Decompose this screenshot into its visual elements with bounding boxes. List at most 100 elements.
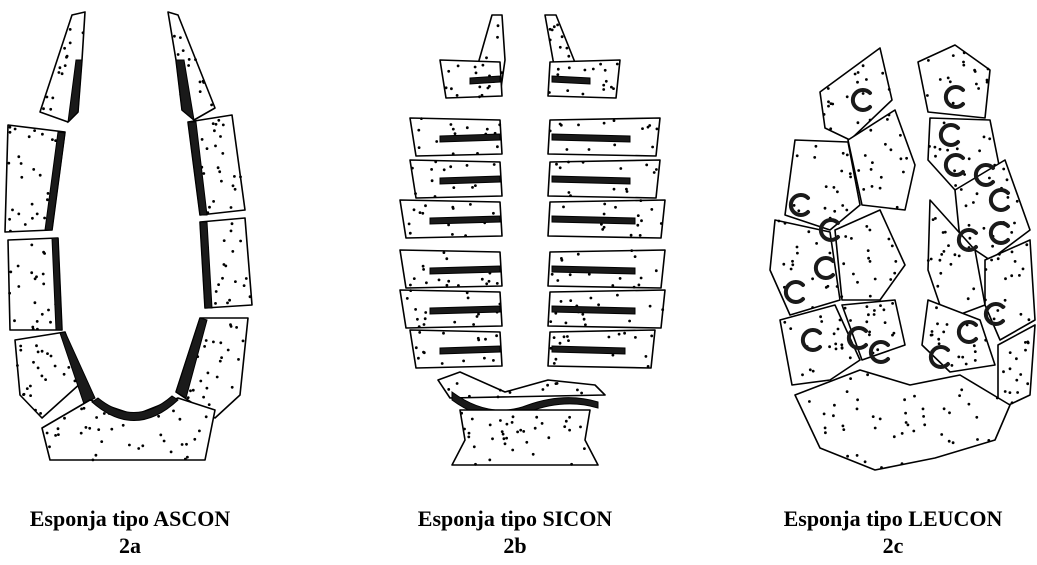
pore-dot bbox=[656, 127, 659, 130]
pore-dot bbox=[576, 389, 579, 392]
pore-dot bbox=[565, 322, 568, 325]
pore-dot bbox=[581, 313, 584, 316]
pore-dot bbox=[484, 338, 487, 341]
pore-dot bbox=[876, 348, 879, 351]
pore-dot bbox=[497, 396, 500, 399]
pore-dot bbox=[934, 217, 937, 220]
pore-dot bbox=[220, 180, 223, 183]
pore-dot bbox=[33, 129, 36, 132]
pore-dot bbox=[478, 95, 481, 98]
pore-dot bbox=[563, 335, 566, 338]
wall-segment bbox=[15, 332, 82, 418]
pore-dot bbox=[466, 126, 469, 129]
pore-dot bbox=[623, 332, 626, 335]
pore-dot bbox=[901, 432, 904, 435]
pore-dot bbox=[46, 198, 49, 201]
pore-dot bbox=[628, 320, 631, 323]
pore-dot bbox=[1028, 318, 1031, 321]
pore-dot bbox=[17, 265, 20, 268]
pore-dot bbox=[625, 188, 628, 191]
pore-dot bbox=[1004, 390, 1007, 393]
pore-dot bbox=[865, 78, 868, 81]
pore-dot bbox=[1025, 243, 1028, 246]
pore-dot bbox=[640, 277, 643, 280]
pore-dot bbox=[511, 449, 514, 452]
pore-dot bbox=[934, 155, 937, 158]
pore-dot bbox=[445, 257, 448, 260]
radial-canal-lining bbox=[552, 216, 635, 224]
pore-dot bbox=[825, 185, 828, 188]
pore-dot bbox=[790, 268, 793, 271]
pore-dot bbox=[837, 328, 840, 331]
pore-dot bbox=[216, 376, 219, 379]
pore-dot bbox=[928, 145, 931, 148]
pore-dot bbox=[583, 447, 586, 450]
pore-dot bbox=[30, 271, 33, 274]
pore-dot bbox=[457, 284, 460, 287]
pore-dot bbox=[37, 351, 40, 354]
pore-dot bbox=[951, 364, 954, 367]
pore-dot bbox=[450, 123, 453, 126]
pore-dot bbox=[849, 377, 852, 380]
pore-dot bbox=[568, 429, 571, 432]
pore-dot bbox=[493, 163, 496, 166]
pore-dot bbox=[491, 437, 494, 440]
pore-dot bbox=[486, 128, 489, 131]
pore-dot bbox=[592, 68, 595, 71]
pore-dot bbox=[849, 319, 852, 322]
pore-dot bbox=[35, 344, 38, 347]
pore-dot bbox=[467, 297, 470, 300]
pore-dot bbox=[182, 49, 185, 52]
pore-dot bbox=[8, 292, 11, 295]
pore-dot bbox=[849, 172, 852, 175]
pore-dot bbox=[66, 55, 69, 58]
pore-dot bbox=[420, 117, 423, 120]
pore-dot bbox=[409, 289, 412, 292]
pore-dot bbox=[820, 320, 823, 323]
pore-dot bbox=[43, 217, 46, 220]
pore-dot bbox=[584, 323, 587, 326]
pore-dot bbox=[475, 72, 478, 75]
pore-dot bbox=[568, 191, 571, 194]
pore-dot bbox=[17, 155, 20, 158]
pore-dot bbox=[871, 185, 874, 188]
pore-dot bbox=[808, 400, 811, 403]
pore-dot bbox=[473, 445, 476, 448]
pore-dot bbox=[827, 87, 830, 90]
pore-dot bbox=[890, 148, 893, 151]
pore-dot bbox=[582, 161, 585, 164]
pore-dot bbox=[95, 454, 98, 457]
pore-dot bbox=[227, 349, 230, 352]
pore-dot bbox=[566, 148, 569, 151]
pore-dot bbox=[501, 430, 504, 433]
pore-dot bbox=[991, 245, 994, 248]
pore-dot bbox=[230, 325, 233, 328]
pore-dot bbox=[931, 334, 934, 337]
pore-dot bbox=[474, 463, 477, 466]
pore-dot bbox=[936, 322, 939, 325]
pore-dot bbox=[988, 177, 991, 180]
pore-dot bbox=[852, 273, 855, 276]
pore-dot bbox=[31, 203, 34, 206]
pore-dot bbox=[199, 90, 202, 93]
pore-dot bbox=[421, 212, 424, 215]
pore-dot bbox=[946, 323, 949, 326]
pore-dot bbox=[217, 283, 220, 286]
pore-dot bbox=[957, 356, 960, 359]
pore-dot bbox=[245, 277, 248, 280]
pore-dot bbox=[445, 86, 448, 89]
pore-dot bbox=[603, 226, 606, 229]
pore-dot bbox=[988, 137, 991, 140]
pore-dot bbox=[904, 412, 907, 415]
pore-dot bbox=[961, 356, 964, 359]
radial-canal-lining bbox=[552, 266, 635, 274]
pore-dot bbox=[46, 96, 49, 99]
pore-dot bbox=[217, 166, 220, 169]
pore-dot bbox=[996, 309, 999, 312]
pore-dot bbox=[582, 93, 585, 96]
radial-canal-lining bbox=[440, 346, 500, 354]
pore-dot bbox=[549, 320, 552, 323]
pore-dot bbox=[218, 170, 221, 173]
radial-canal-lining bbox=[470, 76, 500, 84]
pore-dot bbox=[862, 92, 865, 95]
